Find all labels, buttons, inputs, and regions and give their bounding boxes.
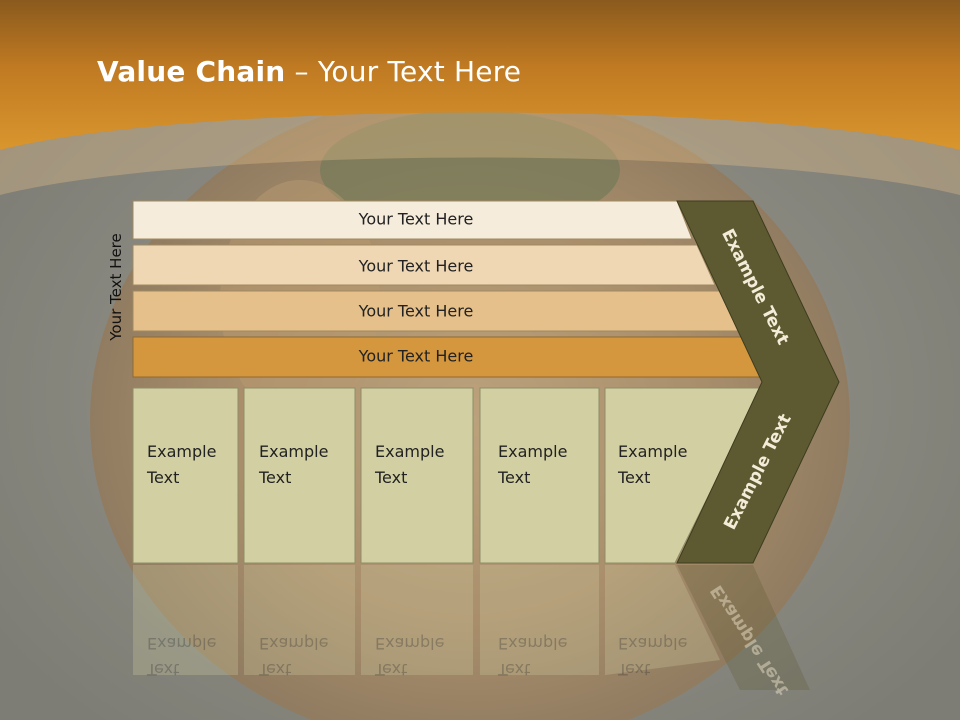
box-1-line2: Text xyxy=(147,468,180,487)
box-5-label: Example Text xyxy=(618,439,708,491)
box-3-line1: Example xyxy=(375,442,445,461)
box-1-line1: Example xyxy=(147,442,217,461)
bar-3-label: Your Text Here xyxy=(358,301,474,321)
box-5-shape[interactable] xyxy=(604,387,763,564)
box-4-label: Example Text xyxy=(498,439,588,491)
box-4-shape[interactable] xyxy=(479,387,600,564)
box-3-label: Example Text xyxy=(375,439,465,491)
bar-2-shape[interactable] xyxy=(132,244,716,286)
box-2-label: Example Text xyxy=(259,439,349,491)
box-1-label: Example Text xyxy=(147,439,237,491)
bar-2-label: Your Text Here xyxy=(358,256,474,276)
bar-4-label: Your Text Here xyxy=(358,346,474,366)
box-2-line1: Example xyxy=(259,442,329,461)
reflection xyxy=(133,565,810,690)
box-4-line2: Text xyxy=(498,468,531,487)
box-3-line2: Text xyxy=(375,468,408,487)
box-2-line2: Text xyxy=(259,468,292,487)
bar-1-shape[interactable] xyxy=(132,200,693,240)
box-2-shape[interactable] xyxy=(243,387,356,564)
box-3-shape[interactable] xyxy=(360,387,474,564)
box-4-line1: Example xyxy=(498,442,568,461)
box-5-line1: Example xyxy=(618,442,688,461)
box-5-line2: Text xyxy=(618,468,651,487)
bar-1-label: Your Text Here xyxy=(358,209,474,229)
chevron-arrow[interactable] xyxy=(676,200,840,564)
title-rest: – Your Text Here xyxy=(285,55,522,88)
title-bold: Value Chain xyxy=(97,55,286,88)
page-title: Value Chain – Your Text Here xyxy=(97,55,521,88)
box-1-shape[interactable] xyxy=(132,387,239,564)
